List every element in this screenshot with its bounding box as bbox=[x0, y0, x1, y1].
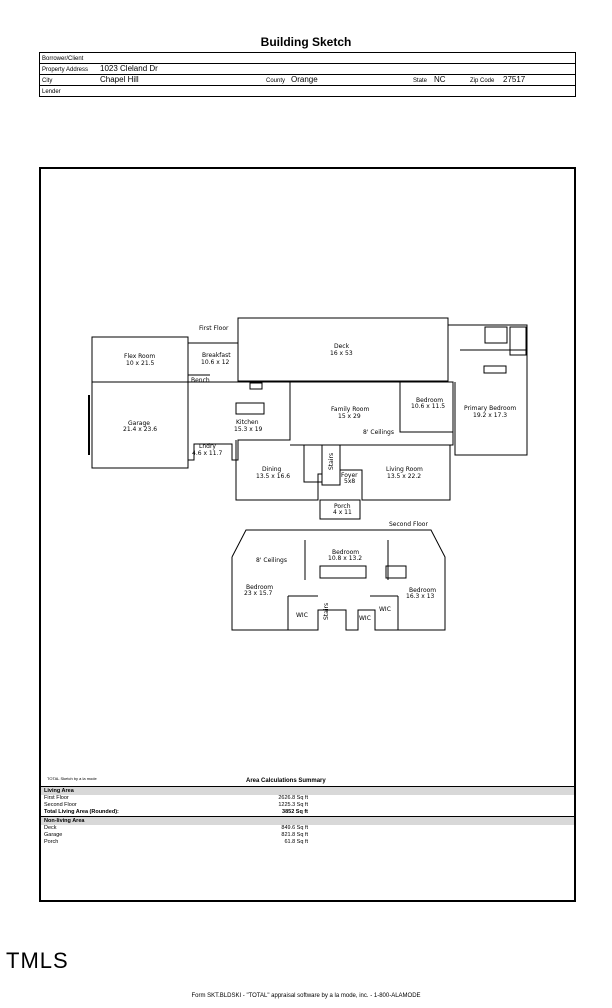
zip-label: Zip Code bbox=[470, 78, 495, 84]
kitchen-name: Kitchen bbox=[236, 419, 259, 426]
ceilings-first-floor: 8' Ceilings bbox=[363, 429, 394, 436]
garage-row: Garage 821.8 Sq ft bbox=[41, 832, 574, 839]
lender-row: Lender bbox=[40, 86, 575, 97]
living-room-name: Living Room bbox=[386, 466, 423, 473]
state-label: State bbox=[413, 78, 428, 84]
foyer-size: 5x8 bbox=[344, 478, 355, 485]
total-living-value: 3852 Sq ft bbox=[282, 809, 308, 815]
garage-area-label: Garage bbox=[44, 832, 63, 838]
garage-size: 21.4 x 23.6 bbox=[123, 426, 157, 433]
address-value: 1023 Cleland Dr bbox=[100, 64, 158, 73]
bedroom1-name: Bedroom bbox=[416, 397, 443, 404]
borrower-row: Borrower/Client bbox=[40, 53, 575, 64]
total-living-label: Total Living Area (Rounded): bbox=[44, 809, 119, 815]
stairs2-label: Stairs bbox=[323, 603, 330, 620]
bedroom2-name: Bedroom bbox=[332, 549, 359, 556]
wic2-label: WIC bbox=[359, 615, 371, 622]
stairs1-label: Stairs bbox=[328, 453, 335, 470]
garage-name: Garage bbox=[128, 420, 150, 427]
property-header: Borrower/Client Property Address 1023 Cl… bbox=[39, 52, 576, 97]
second-floor-label: Second Floor bbox=[389, 521, 428, 528]
deck-row: Deck 849.6 Sq ft bbox=[41, 825, 574, 832]
second-floor-tub bbox=[319, 565, 367, 579]
state-value: NC bbox=[434, 75, 446, 84]
primary-bedroom-size: 19.2 x 17.3 bbox=[473, 412, 507, 419]
deck-name: Deck bbox=[334, 343, 350, 350]
lender-label: Lender bbox=[42, 89, 61, 95]
bedroom4-name: Bedroom bbox=[409, 587, 436, 594]
garage-area-value: 821.8 Sq ft bbox=[281, 832, 308, 838]
city-label: City bbox=[42, 78, 53, 84]
wic1-label: WIC bbox=[296, 612, 308, 619]
bedroom2-size: 10.8 x 13.2 bbox=[328, 555, 362, 562]
city-row: City Chapel Hill County Orange State NC … bbox=[40, 75, 575, 86]
address-label: Property Address bbox=[42, 67, 89, 73]
family-room-size: 15 x 29 bbox=[338, 413, 361, 420]
laundry-size: 4.6 x 11.7 bbox=[192, 450, 222, 457]
porch-name: Porch bbox=[334, 503, 351, 510]
tmls-logo: TMLS bbox=[6, 948, 69, 973]
wic3-label: WIC bbox=[379, 606, 391, 613]
sketch-credit: TOTAL Sketch by a la mode bbox=[47, 776, 97, 781]
laundry-name: Lndry bbox=[199, 443, 216, 450]
bedroom1-size: 10.6 x 11.5 bbox=[411, 403, 445, 410]
county-label: County bbox=[266, 78, 286, 84]
deck-size: 16 x 53 bbox=[330, 350, 353, 357]
area-summary-title: Area Calculations Summary bbox=[246, 778, 326, 784]
address-row: Property Address 1023 Cleland Dr bbox=[40, 64, 575, 75]
stairs-first-floor bbox=[321, 444, 341, 486]
garage-flex-outline bbox=[91, 336, 189, 469]
breakfast-size: 10.6 x 12 bbox=[201, 359, 230, 366]
dining-size: 13.5 x 16.6 bbox=[256, 473, 290, 480]
first-floor-area-label: First Floor bbox=[44, 795, 69, 801]
city-value: Chapel Hill bbox=[100, 75, 139, 84]
first-floor-area-value: 2626.8 Sq ft bbox=[278, 795, 308, 801]
second-floor-row: Second Floor 1225.3 Sq ft bbox=[41, 802, 574, 809]
porch-row: Porch 61.8 Sq ft bbox=[41, 839, 574, 846]
breakfast-name: Breakfast bbox=[202, 352, 231, 359]
second-floor-area-value: 1225.3 Sq ft bbox=[278, 802, 308, 808]
flex-room-name: Flex Room bbox=[124, 353, 155, 360]
area-summary: Living Area First Floor 2626.8 Sq ft Sec… bbox=[41, 786, 574, 846]
nonliving-area-header: Non-living Area bbox=[41, 816, 574, 825]
living-room-size: 13.5 x 22.2 bbox=[387, 473, 421, 480]
flex-room-size: 10 x 21.5 bbox=[126, 360, 155, 367]
first-floor-row: First Floor 2626.8 Sq ft bbox=[41, 795, 574, 802]
form-footer: Form SKT.BLDSKI - "TOTAL" appraisal soft… bbox=[191, 993, 421, 999]
family-room-name: Family Room bbox=[331, 406, 369, 413]
porch-area-value: 61.8 Sq ft bbox=[284, 839, 308, 845]
bedroom4-size: 16.3 x 13 bbox=[406, 593, 435, 600]
page-title: Building Sketch bbox=[260, 35, 352, 49]
primary-bedroom-name: Primary Bedroom bbox=[464, 405, 516, 412]
zip-value: 27517 bbox=[503, 75, 526, 84]
deck-area-value: 849.6 Sq ft bbox=[281, 825, 308, 831]
county-value: Orange bbox=[291, 75, 318, 84]
ceilings-second-floor: 8' Ceilings bbox=[256, 557, 287, 564]
sketch-frame bbox=[39, 167, 576, 902]
porch-outline bbox=[319, 499, 361, 520]
bedroom3-name: Bedroom bbox=[246, 584, 273, 591]
total-living-row: Total Living Area (Rounded): 3852 Sq ft bbox=[41, 809, 574, 816]
dining-name: Dining bbox=[262, 466, 282, 473]
kitchen-island bbox=[235, 402, 265, 415]
first-floor-label: First Floor bbox=[199, 325, 229, 332]
porch-size: 4 x 11 bbox=[333, 509, 352, 516]
bedroom3-size: 23 x 15.7 bbox=[244, 590, 273, 597]
deck-area-label: Deck bbox=[44, 825, 57, 831]
second-floor-area-label: Second Floor bbox=[44, 802, 77, 808]
foyer-name: Foyer bbox=[341, 472, 358, 479]
borrower-label: Borrower/Client bbox=[42, 56, 84, 62]
bench-label: Bench bbox=[191, 377, 210, 384]
porch-area-label: Porch bbox=[44, 839, 59, 845]
kitchen-size: 15.3 x 19 bbox=[234, 426, 263, 433]
living-area-header: Living Area bbox=[41, 786, 574, 795]
